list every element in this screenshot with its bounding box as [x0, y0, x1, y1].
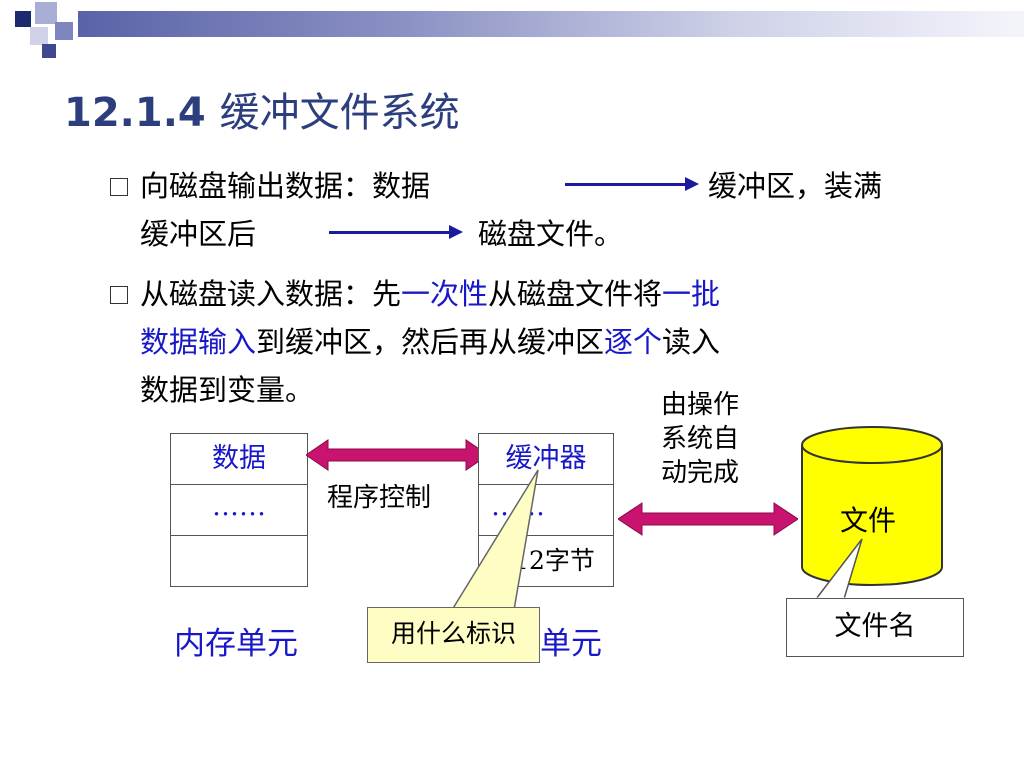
bullet2-line2: 数据输入到缓冲区，然后再从缓冲区逐个读入	[140, 328, 720, 357]
corner-square-light	[35, 2, 57, 24]
title-number: 12.1.4	[64, 90, 206, 136]
buffer-cell-ellipsis: ……	[478, 484, 614, 536]
arrow-to-buffer-icon	[565, 183, 687, 186]
bullet2-text: 读入	[662, 325, 721, 359]
bullet2-highlight: 一批	[662, 277, 721, 311]
file-cylinder-icon	[801, 426, 943, 586]
corner-square-light	[30, 27, 48, 45]
bullet2-highlight: 数据输入	[140, 325, 257, 359]
buffer-cell-buffer: 缓冲器	[478, 433, 614, 485]
bullet2-line3: 数据到变量。	[140, 373, 315, 407]
identifier-callout: 用什么标识	[367, 607, 540, 663]
bullet1-line1-a: 向磁盘输出数据：数据	[140, 169, 431, 203]
callout-pointer	[450, 469, 539, 611]
file-name-box: 文件名	[786, 598, 964, 657]
bullet1-line2-b: 磁盘文件。	[478, 217, 624, 251]
double-arrow-icon	[306, 439, 488, 471]
os-auto-line: 由操作	[661, 390, 740, 420]
memory-cell-ellipsis: ……	[170, 484, 308, 536]
bullet2-highlight: 逐个	[604, 325, 663, 359]
bullet-icon	[110, 178, 128, 196]
top-decorative-bar	[78, 11, 1024, 37]
arrow-head-icon	[685, 177, 699, 191]
bullet2-highlight: 一次性	[401, 277, 489, 311]
double-arrow-icon	[618, 502, 798, 536]
bullet2-line1: 从磁盘读入数据：先一次性从磁盘文件将一批	[140, 280, 720, 309]
memory-unit-caption: 内存单元	[174, 626, 298, 662]
file-label: 文件	[840, 504, 897, 537]
bullet2-text: 从磁盘读入数据：先	[140, 277, 402, 311]
bullet1-line2-a: 缓冲区后	[140, 217, 257, 251]
bullet1-line1-b: 缓冲区，装满	[708, 169, 883, 203]
os-auto-line: 系统自	[661, 424, 740, 454]
corner-square-dark	[15, 11, 31, 27]
arrow-head-icon	[449, 225, 463, 239]
memory-cell-data: 数据	[170, 433, 308, 485]
corner-square-mid	[55, 22, 73, 40]
bullet-icon	[110, 286, 128, 304]
page-title: 12.1.4 缓冲文件系统	[64, 80, 460, 138]
program-control-label: 程序控制	[327, 483, 432, 513]
arrow-to-file-icon	[329, 231, 451, 234]
corner-square-dark	[42, 44, 56, 58]
bullet2-text: 从磁盘文件将	[488, 277, 663, 311]
filename-callout-pointer	[814, 538, 863, 601]
title-text: 缓冲文件系统	[219, 90, 460, 136]
bullet2-text: 到缓冲区，然后再从缓冲区	[256, 325, 605, 359]
memory-cell-empty	[170, 535, 308, 587]
os-auto-line: 动完成	[661, 458, 740, 488]
